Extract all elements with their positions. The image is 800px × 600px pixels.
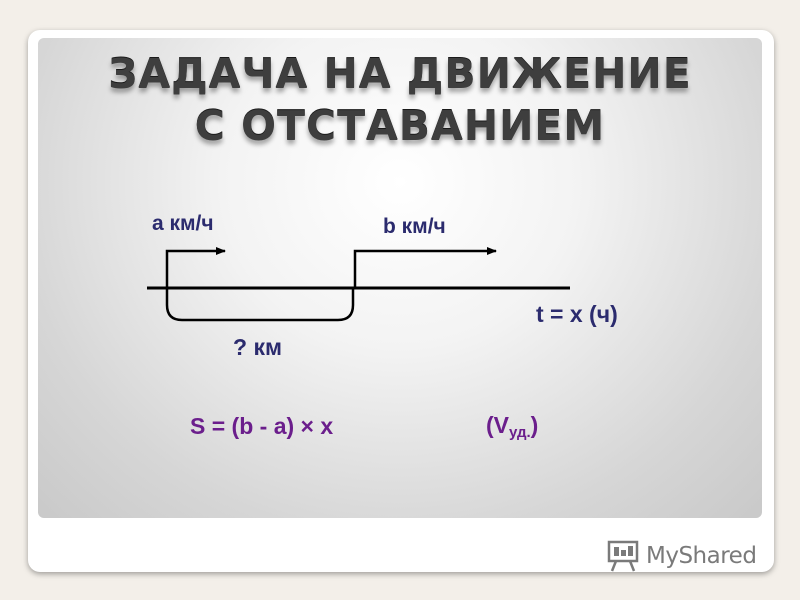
slide-body	[38, 38, 762, 518]
removal-speed-close: )	[530, 412, 539, 438]
presentation-board-icon	[607, 540, 639, 572]
removal-speed-open: (V	[486, 412, 509, 438]
slide-title-line-2: С ОТСТАВАНИЕМ	[194, 102, 606, 150]
removal-speed-subscript: уд.	[509, 424, 531, 441]
distance-bracket	[165, 288, 355, 322]
arrow-a	[165, 247, 226, 288]
slide-title-line-1: ЗАДАЧА НА ДВИЖЕНИЕ	[108, 50, 692, 98]
arrow-b	[353, 247, 497, 288]
distance-formula: S = (b - a) × x	[190, 413, 334, 439]
speed-a-label: a км/ч	[152, 212, 214, 235]
watermark[interactable]: MyShared	[606, 536, 757, 576]
removal-speed-label: (Vуд.)	[486, 412, 538, 441]
speed-b-label: b км/ч	[383, 215, 446, 238]
watermark-text: MyShared	[646, 543, 757, 569]
time-label: t = x (ч)	[536, 301, 618, 327]
distance-label: ? км	[233, 334, 282, 360]
